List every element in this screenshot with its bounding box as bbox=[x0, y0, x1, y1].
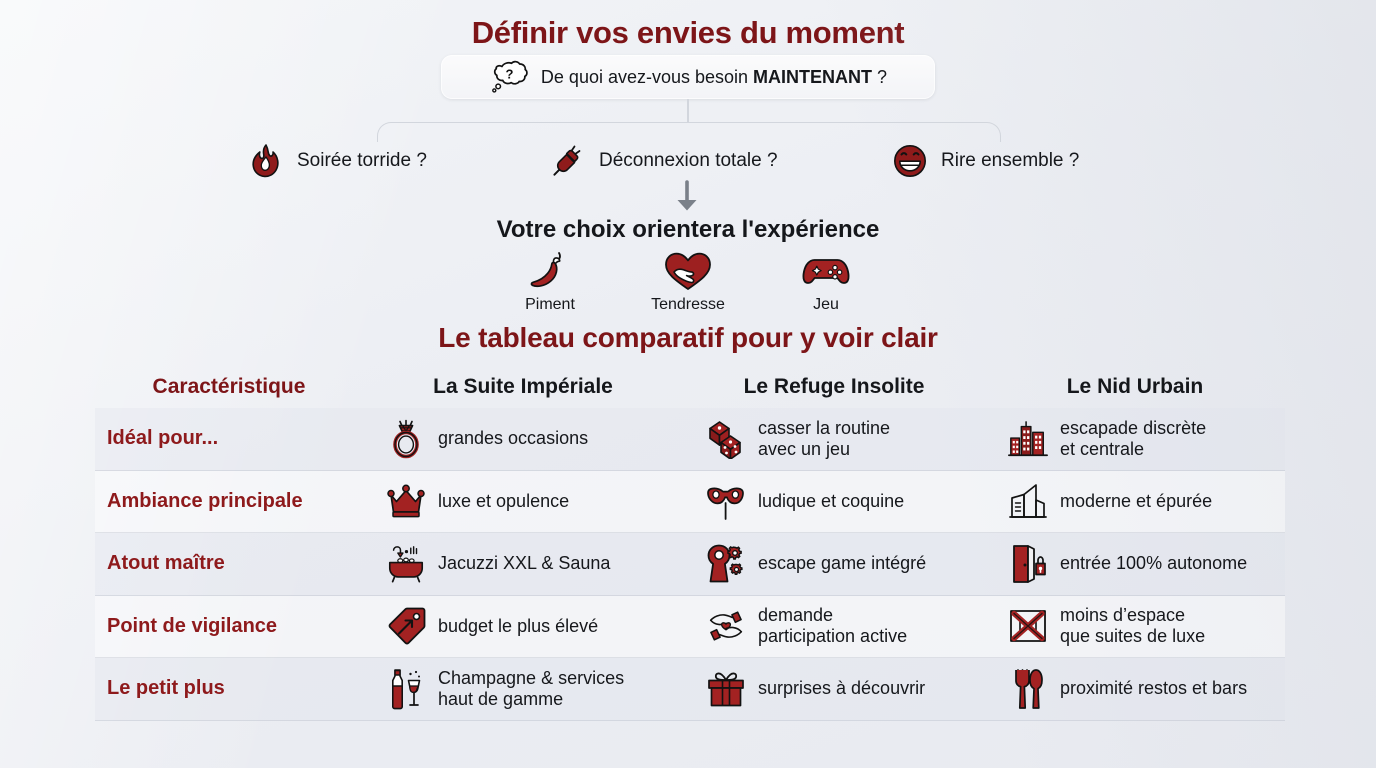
table-cell: ludique et coquine bbox=[683, 471, 985, 533]
table-cell: moderne et épurée bbox=[985, 471, 1285, 533]
row-label: Le petit plus bbox=[107, 677, 225, 700]
table-header-nid-urbain: Le Nid Urbain bbox=[1066, 375, 1204, 398]
table-row: Idéal pour... grandes occasions bbox=[95, 408, 1285, 471]
row-label: Ambiance principale bbox=[107, 489, 303, 512]
prompt-card: ? De quoi avez-vous besoin MAINTENANT ? bbox=[441, 55, 935, 99]
table-cell: demande participation active bbox=[683, 596, 985, 658]
bathtub-icon bbox=[385, 543, 427, 585]
game-controller-icon bbox=[800, 248, 852, 294]
svg-text:?: ? bbox=[505, 67, 513, 82]
price-tag-icon bbox=[385, 605, 427, 647]
row-label: Atout maître bbox=[107, 552, 225, 575]
table-cell: proximité restos et bars bbox=[985, 658, 1285, 720]
option-label: Rire ensemble ? bbox=[941, 150, 1080, 171]
modern-building-icon bbox=[1007, 480, 1049, 522]
cell-text: Jacuzzi XXL & Sauna bbox=[438, 553, 611, 574]
mood-jeu[interactable]: Jeu bbox=[778, 248, 874, 314]
table-title: Le tableau comparatif pour y voir clair bbox=[438, 322, 938, 353]
subheading: Votre choix orientera l'expérience bbox=[496, 216, 880, 243]
cityscape-icon bbox=[1007, 418, 1049, 460]
table-row: Point de vigilance budget le plus élevé bbox=[95, 595, 1285, 658]
cell-text: moderne et épurée bbox=[1060, 490, 1213, 511]
connector-stem bbox=[687, 99, 689, 123]
table-cell: grandes occasions bbox=[363, 408, 683, 470]
dice-icon bbox=[705, 418, 747, 460]
table-header-row: Caractéristique La Suite Impériale Le Re… bbox=[95, 366, 1285, 408]
table-cell: casser la routine avec un jeu bbox=[683, 408, 985, 470]
helping-hands-icon bbox=[705, 605, 747, 647]
prompt-prefix: De quoi avez-vous besoin bbox=[540, 66, 754, 87]
chili-pepper-icon bbox=[524, 248, 576, 294]
mood-label: Piment bbox=[525, 296, 575, 313]
cell-text: escapade discrète et centrale bbox=[1060, 417, 1207, 459]
table-cell: Jacuzzi XXL & Sauna bbox=[363, 533, 683, 595]
option-rire-ensemble[interactable]: Rire ensemble ? bbox=[843, 140, 1153, 182]
option-soiree-torride[interactable]: Soirée torride ? bbox=[223, 140, 533, 182]
mood-label: Tendresse bbox=[651, 296, 725, 313]
crossed-box-icon bbox=[1007, 605, 1049, 647]
table-row: Ambiance principale luxe et opulence bbox=[95, 470, 1285, 533]
cell-text: demande participation active bbox=[758, 605, 908, 647]
arrow-down-icon bbox=[671, 180, 703, 214]
cell-text: escape game intégré bbox=[758, 553, 927, 574]
table-cell: escapade discrète et centrale bbox=[985, 408, 1285, 470]
table-row: Le petit plus Champagne & se bbox=[95, 658, 1285, 721]
thought-bubble-icon: ? bbox=[489, 56, 531, 98]
table-cell: moins d’espace que suites de luxe bbox=[985, 596, 1285, 658]
laughing-face-icon bbox=[889, 140, 931, 182]
option-label: Déconnexion totale ? bbox=[599, 150, 778, 171]
table-cell: surprises à découvrir bbox=[683, 658, 985, 720]
table-cell: budget le plus élevé bbox=[363, 596, 683, 658]
champagne-icon bbox=[385, 668, 427, 710]
table-cell: Champagne & services haut de gamme bbox=[363, 658, 683, 720]
flame-icon bbox=[245, 140, 287, 182]
cutlery-icon bbox=[1007, 668, 1049, 710]
cell-text: entrée 100% autonome bbox=[1060, 553, 1248, 574]
mood-piment[interactable]: Piment bbox=[502, 248, 598, 314]
table-body: Idéal pour... grandes occasions bbox=[95, 408, 1285, 721]
keyhole-gears-icon bbox=[705, 543, 747, 585]
gift-icon bbox=[705, 668, 747, 710]
cell-text: grandes occasions bbox=[438, 428, 589, 449]
table-header-refuge-insolite: Le Refuge Insolite bbox=[743, 375, 925, 398]
prompt-suffix: ? bbox=[872, 66, 888, 87]
table-header-suite-imperiale: La Suite Impériale bbox=[433, 375, 613, 398]
page-title: Définir vos envies du moment bbox=[471, 15, 905, 50]
mood-tendresse[interactable]: Tendresse bbox=[640, 248, 736, 314]
prompt-strong: MAINTENANT bbox=[753, 66, 873, 87]
option-deconnexion-totale[interactable]: Déconnexion totale ? bbox=[533, 140, 843, 182]
cell-text: Champagne & services haut de gamme bbox=[438, 667, 625, 709]
table-cell: luxe et opulence bbox=[363, 471, 683, 533]
cell-text: luxe et opulence bbox=[438, 490, 570, 511]
table-cell: entrée 100% autonome bbox=[985, 533, 1285, 595]
connector-bracket bbox=[377, 122, 1001, 142]
row-label: Idéal pour... bbox=[107, 427, 219, 450]
options-row: Soirée torride ? Déconnexion totale ? Ri… bbox=[0, 140, 1376, 182]
cell-text: casser la routine avec un jeu bbox=[758, 417, 891, 459]
moods-row: Piment Tendresse Jeu bbox=[0, 248, 1376, 314]
cell-text: surprises à découvrir bbox=[758, 678, 926, 699]
mood-label: Jeu bbox=[813, 296, 839, 313]
crown-icon bbox=[385, 480, 427, 522]
table-header-caracteristique: Caractéristique bbox=[152, 375, 306, 398]
prompt-text: De quoi avez-vous besoin MAINTENANT ? bbox=[541, 67, 887, 88]
cell-text: ludique et coquine bbox=[758, 490, 905, 511]
option-label: Soirée torride ? bbox=[297, 150, 427, 171]
cell-text: proximité restos et bars bbox=[1060, 678, 1248, 699]
cell-text: budget le plus élevé bbox=[438, 615, 599, 636]
door-lock-icon bbox=[1007, 543, 1049, 585]
mask-icon bbox=[705, 480, 747, 522]
cell-text: moins d’espace que suites de luxe bbox=[1060, 605, 1206, 647]
heart-hand-icon bbox=[662, 248, 714, 294]
row-label: Point de vigilance bbox=[107, 614, 278, 637]
ring-icon bbox=[385, 418, 427, 460]
comparison-table: Caractéristique La Suite Impériale Le Re… bbox=[95, 366, 1285, 721]
table-row: Atout maître Jacuzzi XXL & S bbox=[95, 533, 1285, 596]
table-cell: escape game intégré bbox=[683, 533, 985, 595]
plug-icon bbox=[547, 140, 589, 182]
